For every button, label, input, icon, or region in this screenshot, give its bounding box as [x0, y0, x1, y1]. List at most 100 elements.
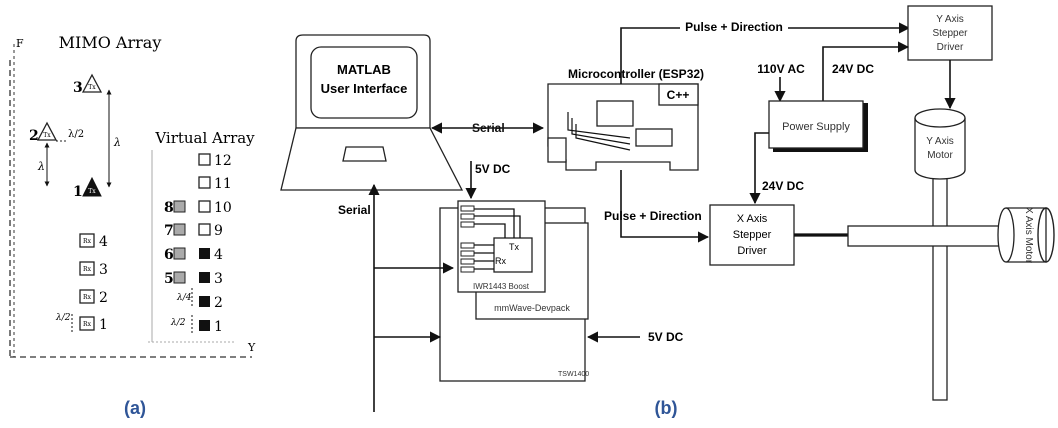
mcu-title: Microcontroller (ESP32): [568, 67, 704, 81]
dc24-to-x-driver: [749, 132, 769, 205]
y-driver-line2: Stepper: [932, 28, 968, 39]
y-motor-line1: Y Axis: [926, 136, 954, 147]
dc5-bottom-label: 5V DC: [648, 330, 684, 344]
svg-text:Rx: Rx: [83, 321, 92, 328]
rx-antenna: Rx 1: [79, 316, 108, 333]
x-driver-line1: X Axis: [737, 213, 768, 225]
virtual-element: 1: [199, 319, 223, 335]
rx1-number: 1: [99, 317, 108, 333]
dc5-top-label: 5V DC: [475, 162, 511, 176]
tx3-label: Tx: [88, 84, 96, 91]
y-driver-line1: Y Axis: [936, 14, 964, 25]
svg-text:11: 11: [214, 176, 232, 192]
svg-text:12: 12: [214, 153, 232, 169]
x-stepper-driver: [709, 204, 795, 266]
x-driver-line3: Driver: [737, 245, 767, 257]
caption-b: (b): [655, 398, 678, 418]
power-supply-label: Power Supply: [782, 121, 850, 133]
caption-a: (a): [124, 398, 146, 418]
laptop-icon: [280, 34, 464, 191]
tx1-triangle-icon: [82, 176, 102, 197]
y-driver-line3: Driver: [937, 42, 964, 53]
tx3-number: 3: [73, 80, 83, 96]
iwr1443-label: IWR1443 Boost: [473, 282, 530, 291]
tx2-label: Tx: [43, 132, 51, 139]
laptop-title: MATLAB: [337, 62, 391, 77]
svg-text:9: 9: [214, 223, 223, 239]
dc24-to-y-driver: [822, 41, 910, 101]
serial-top-label: Serial: [472, 121, 505, 135]
svg-text:6: 6: [164, 247, 174, 263]
pulse-direction-x-line: [620, 170, 710, 243]
mmwave-label: mmWave-Devpack: [494, 303, 570, 313]
y-axis-rail: [932, 177, 948, 401]
svg-text:1: 1: [214, 319, 223, 335]
y-motor-line2: Motor: [927, 150, 953, 161]
x-axis-motor-icon: [997, 207, 1055, 263]
svg-text:Rx: Rx: [83, 294, 92, 301]
svg-text:3: 3: [214, 271, 223, 287]
mcu-language: C++: [667, 88, 690, 102]
panel-a: F Y MIMO Array 3 Tx 2 Tx λ/2 1 Tx λ λ Rx…: [9, 33, 256, 418]
rx-spacing-label: λ/2: [55, 313, 71, 323]
svg-text:2: 2: [214, 295, 223, 311]
serial-left-label: Serial: [338, 203, 371, 217]
virtual-array-title: Virtual Array: [154, 129, 255, 147]
panel-b: MATLAB User Interface Serial Microcontro…: [280, 5, 1055, 418]
virtual-element: 6: [164, 247, 186, 263]
virtual-element: 8: [164, 200, 186, 216]
svg-text:8: 8: [164, 200, 174, 216]
x-axis-rail: [847, 225, 1014, 247]
svg-text:Rx: Rx: [83, 238, 92, 245]
ac-label: 110V AC: [757, 62, 805, 76]
tx2-triangle-icon: [36, 121, 58, 141]
mimo-array-title: MIMO Array: [59, 33, 162, 52]
axis-v-label: F: [16, 37, 24, 50]
rx-antenna: Rx 3: [79, 261, 108, 278]
pulse-direction-mid-label: Pulse + Direction: [604, 209, 702, 223]
virtual-spacing-quarter: λ/4: [176, 293, 192, 303]
tx-spacing-half-label: λ/2: [68, 129, 84, 140]
virtual-element: 2: [199, 295, 223, 311]
virtual-element: 5: [164, 271, 186, 287]
laptop-subtitle: User Interface: [321, 81, 408, 96]
rx3-number: 3: [99, 262, 108, 278]
svg-text:5: 5: [164, 271, 174, 287]
virtual-element: 12: [198, 153, 232, 169]
rx4-number: 4: [99, 234, 108, 250]
rx-antenna: Rx 4: [79, 233, 108, 250]
dc24-mid-label: 24V DC: [762, 179, 804, 193]
pulse-direction-y-line: [620, 22, 911, 84]
svg-text:7: 7: [164, 223, 174, 239]
x-driver-line2: Stepper: [733, 229, 772, 241]
rx-antenna: Rx 2: [79, 289, 108, 306]
virtual-element: 10: [198, 200, 232, 216]
tx3-triangle-icon: [81, 73, 103, 93]
spacing-lambda-label-2: λ: [37, 160, 45, 173]
tx1-number: 1: [73, 184, 83, 200]
virtual-element: 4: [199, 247, 223, 263]
virtual-spacing-half: λ/2: [170, 318, 186, 328]
pulse-direction-top-label: Pulse + Direction: [685, 20, 783, 34]
microcontroller-board: [547, 83, 699, 171]
svg-text:Rx: Rx: [83, 266, 92, 273]
virtual-element: 7: [164, 223, 186, 239]
radar-rx-label: Rx: [495, 256, 506, 266]
dc24-top-label: 24V DC: [832, 62, 874, 76]
rx2-number: 2: [99, 290, 108, 306]
svg-text:10: 10: [214, 200, 232, 216]
y-axis-motor-icon: [914, 108, 966, 180]
radar-tx-label: Tx: [509, 242, 519, 252]
virtual-element: 3: [199, 271, 223, 287]
radar-chip: [493, 237, 533, 273]
radar-antennas: [460, 205, 475, 273]
virtual-element: 11: [198, 176, 232, 192]
tsw1400-label: TSW1400: [558, 371, 589, 378]
svg-text:4: 4: [214, 247, 223, 263]
tx2-number: 2: [29, 128, 39, 144]
y-stepper-driver: [907, 5, 993, 61]
tx1-label: Tx: [88, 188, 96, 195]
x-motor-label: X Axis Motor: [1023, 207, 1034, 264]
power-supply: [768, 100, 864, 149]
